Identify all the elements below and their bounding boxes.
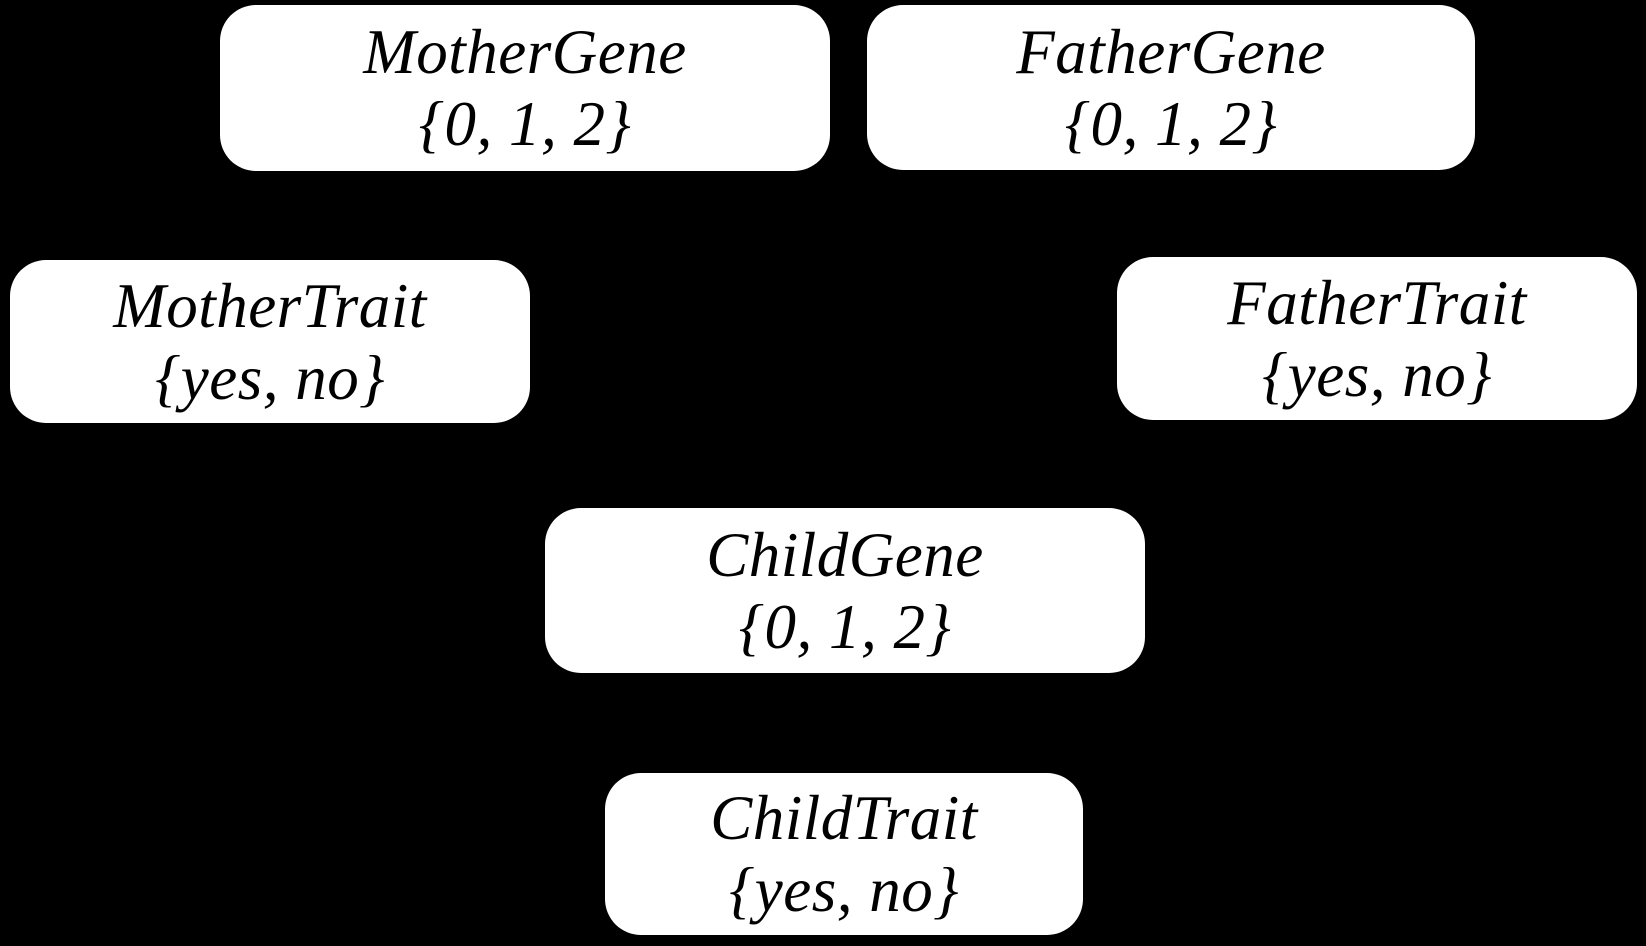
- node-father-gene-label: FatherGene: [1016, 16, 1326, 87]
- node-father-gene: FatherGene {0, 1, 2}: [867, 5, 1475, 170]
- node-mother-trait-label: MotherTrait: [113, 270, 427, 341]
- node-child-trait-label: ChildTrait: [710, 783, 978, 853]
- node-mother-gene-values: {0, 1, 2}: [418, 89, 632, 159]
- node-father-trait-label: FatherTrait: [1227, 267, 1527, 338]
- node-mother-trait-values: {yes, no}: [155, 342, 385, 413]
- node-child-trait: ChildTrait {yes, no}: [605, 773, 1083, 935]
- node-child-trait-values: {yes, no}: [729, 855, 959, 925]
- node-father-trait-values: {yes, no}: [1262, 339, 1492, 410]
- node-child-gene-label: ChildGene: [706, 519, 984, 590]
- node-father-trait: FatherTrait {yes, no}: [1117, 257, 1637, 420]
- node-child-gene: ChildGene {0, 1, 2}: [545, 508, 1145, 673]
- node-child-gene-values: {0, 1, 2}: [738, 591, 952, 662]
- node-mother-gene: MotherGene {0, 1, 2}: [220, 5, 830, 171]
- node-mother-gene-label: MotherGene: [363, 17, 687, 87]
- node-father-gene-values: {0, 1, 2}: [1064, 88, 1278, 159]
- node-mother-trait: MotherTrait {yes, no}: [10, 260, 530, 423]
